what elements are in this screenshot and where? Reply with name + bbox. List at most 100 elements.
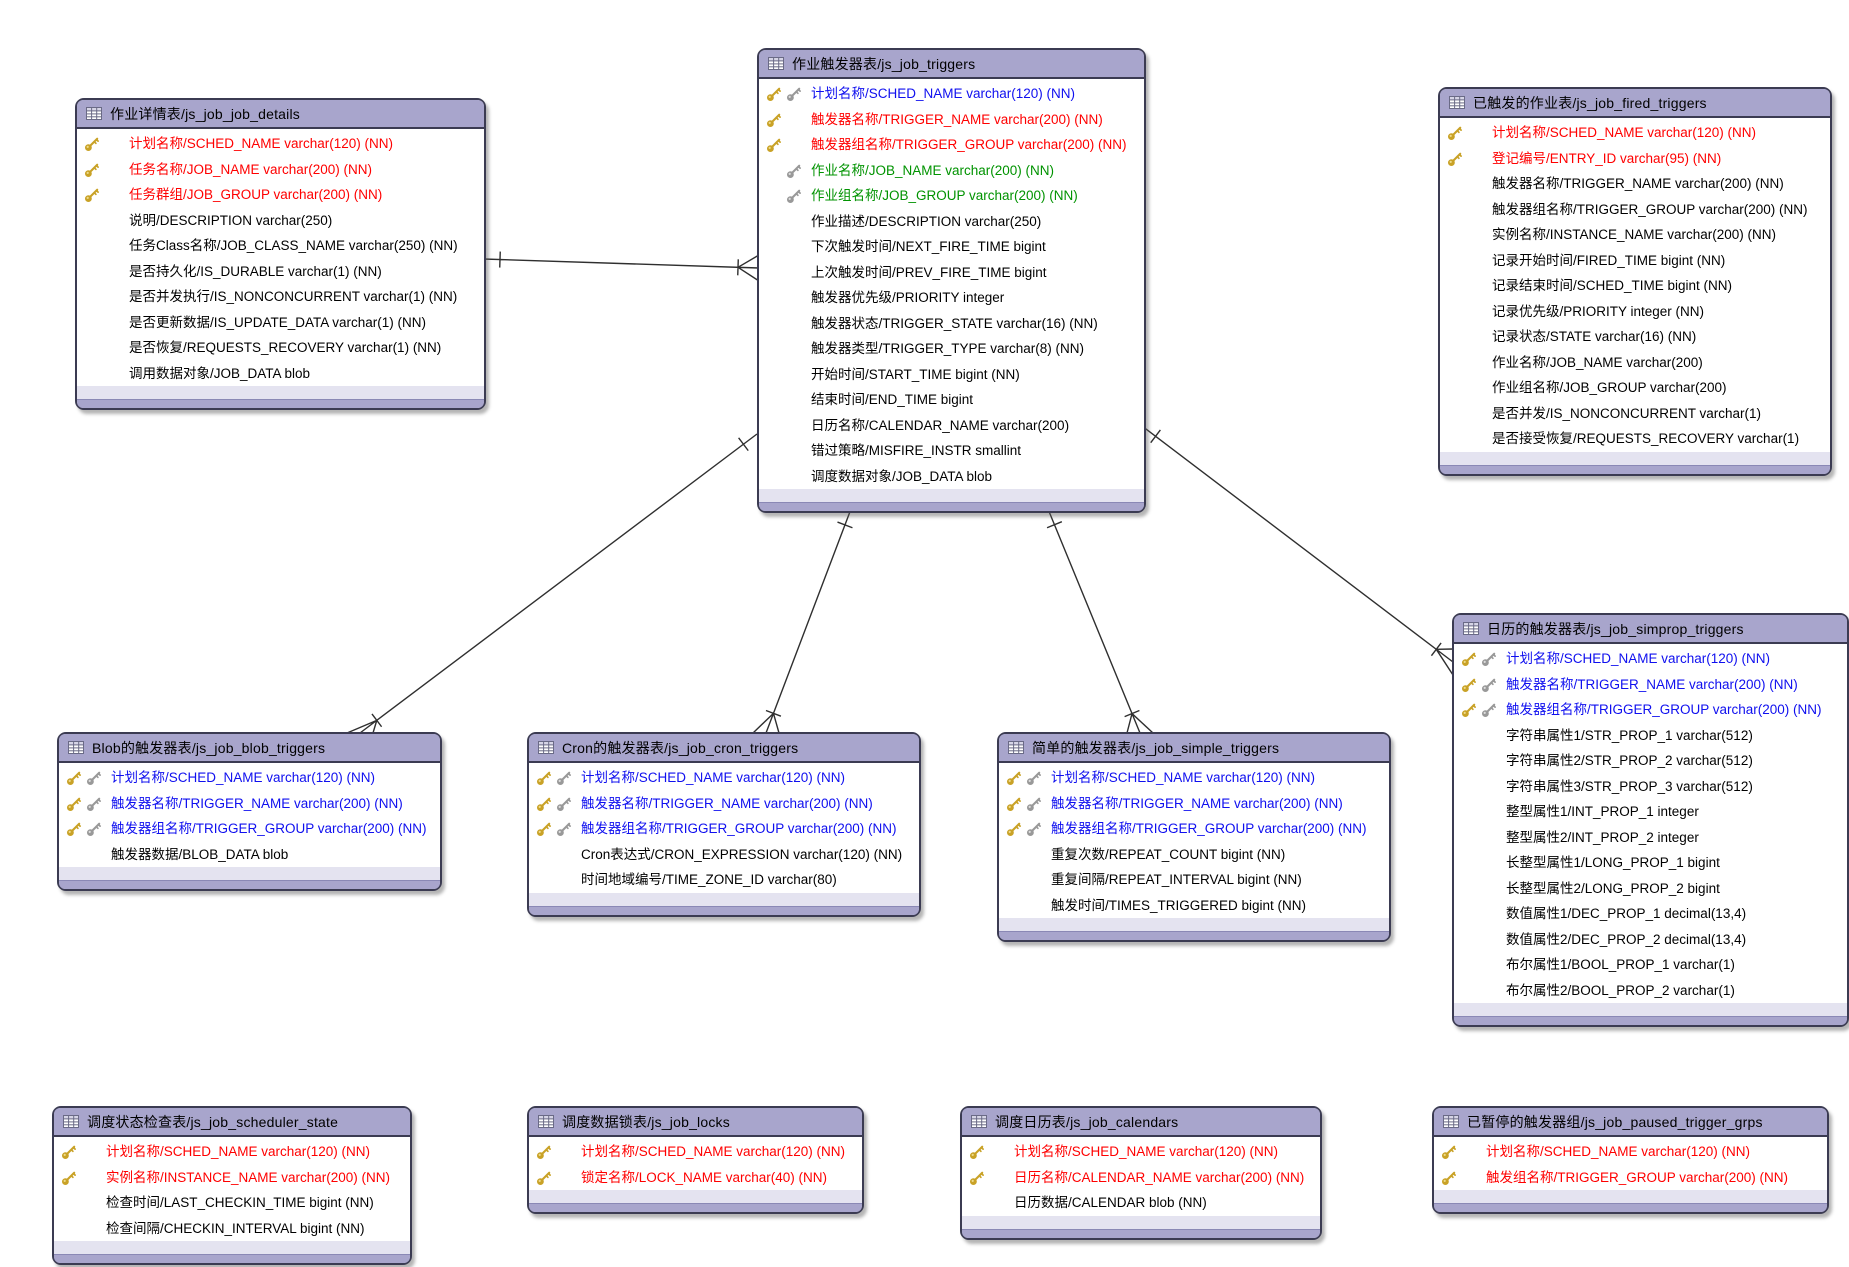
field-row[interactable]: 说明/DESCRIPTION varchar(250) xyxy=(77,208,484,234)
field-row[interactable]: 作业名称/JOB_NAME varchar(200) xyxy=(1440,350,1830,376)
field-row[interactable]: 整型属性2/INT_PROP_2 integer xyxy=(1454,825,1847,851)
field-row[interactable]: 触发器组名称/TRIGGER_GROUP varchar(200) (NN) xyxy=(59,816,440,842)
field-row[interactable]: 检查时间/LAST_CHECKIN_TIME bigint (NN) xyxy=(54,1190,410,1216)
field-row[interactable]: 登记编号/ENTRY_ID varchar(95) (NN) xyxy=(1440,146,1830,172)
field-row[interactable]: 触发组名称/TRIGGER_GROUP varchar(200) (NN) xyxy=(1434,1165,1827,1191)
field-row[interactable]: 日历名称/CALENDAR_NAME varchar(200) (NN) xyxy=(962,1165,1320,1191)
field-row[interactable]: 计划名称/SCHED_NAME varchar(120) (NN) xyxy=(529,1139,862,1165)
field-row[interactable]: 触发器组名称/TRIGGER_GROUP varchar(200) (NN) xyxy=(999,816,1389,842)
field-row[interactable]: 是否更新数据/IS_UPDATE_DATA varchar(1) (NN) xyxy=(77,310,484,336)
field-row[interactable]: 触发器数据/BLOB_DATA blob xyxy=(59,842,440,868)
field-row[interactable]: 触发器名称/TRIGGER_NAME varchar(200) (NN) xyxy=(59,791,440,817)
field-row[interactable]: 计划名称/SCHED_NAME varchar(120) (NN) xyxy=(77,131,484,157)
field-row[interactable]: 数值属性1/DEC_PROP_1 decimal(13,4) xyxy=(1454,901,1847,927)
field-row[interactable]: 锁定名称/LOCK_NAME varchar(40) (NN) xyxy=(529,1165,862,1191)
field-row[interactable]: 作业组名称/JOB_GROUP varchar(200) (NN) xyxy=(759,183,1144,209)
table-header[interactable]: 简单的触发器表/js_job_simple_triggers xyxy=(999,734,1389,763)
field-row[interactable]: 触发器名称/TRIGGER_NAME varchar(200) (NN) xyxy=(1454,672,1847,698)
field-row[interactable]: 作业组名称/JOB_GROUP varchar(200) xyxy=(1440,375,1830,401)
field-row[interactable]: 重复间隔/REPEAT_INTERVAL bigint (NN) xyxy=(999,867,1389,893)
field-row[interactable]: 记录优先级/PRIORITY integer (NN) xyxy=(1440,299,1830,325)
field-row[interactable]: 上次触发时间/PREV_FIRE_TIME bigint xyxy=(759,260,1144,286)
field-row[interactable]: 触发器组名称/TRIGGER_GROUP varchar(200) (NN) xyxy=(1454,697,1847,723)
table-header[interactable]: 调度状态检查表/js_job_scheduler_state xyxy=(54,1108,410,1137)
field-row[interactable]: 时间地域编号/TIME_ZONE_ID varchar(80) xyxy=(529,867,919,893)
field-row[interactable]: 触发器名称/TRIGGER_NAME varchar(200) (NN) xyxy=(999,791,1389,817)
field-row[interactable]: 任务Class名称/JOB_CLASS_NAME varchar(250) (N… xyxy=(77,233,484,259)
field-row[interactable]: 任务名称/JOB_NAME varchar(200) (NN) xyxy=(77,157,484,183)
field-row[interactable]: 记录状态/STATE varchar(16) (NN) xyxy=(1440,324,1830,350)
field-row[interactable]: 是否并发执行/IS_NONCONCURRENT varchar(1) (NN) xyxy=(77,284,484,310)
field-row[interactable]: 触发器组名称/TRIGGER_GROUP varchar(200) (NN) xyxy=(759,132,1144,158)
field-row[interactable]: 是否并发/IS_NONCONCURRENT varchar(1) xyxy=(1440,401,1830,427)
table-header[interactable]: 作业触发器表/js_job_triggers xyxy=(759,50,1144,79)
relationship-line[interactable] xyxy=(1141,425,1454,676)
field-row[interactable]: 触发器名称/TRIGGER_NAME varchar(200) (NN) xyxy=(1440,171,1830,197)
table-header[interactable]: 调度日历表/js_job_calendars xyxy=(962,1108,1320,1137)
field-row[interactable]: 是否持久化/IS_DURABLE varchar(1) (NN) xyxy=(77,259,484,285)
field-row[interactable]: 调用数据对象/JOB_DATA blob xyxy=(77,361,484,387)
field-row[interactable]: 调度数据对象/JOB_DATA blob xyxy=(759,464,1144,490)
field-row[interactable]: 开始时间/START_TIME bigint (NN) xyxy=(759,362,1144,388)
relationship-line[interactable] xyxy=(752,508,853,734)
field-row[interactable]: 计划名称/SCHED_NAME varchar(120) (NN) xyxy=(759,81,1144,107)
field-row[interactable]: 计划名称/SCHED_NAME varchar(120) (NN) xyxy=(54,1139,410,1165)
table-header[interactable]: 调度数据锁表/js_job_locks xyxy=(529,1108,862,1137)
field-row[interactable]: 触发器状态/TRIGGER_STATE varchar(16) (NN) xyxy=(759,311,1144,337)
field-row[interactable]: 结束时间/END_TIME bigint xyxy=(759,387,1144,413)
field-row[interactable]: 触发时间/TIMES_TRIGGERED bigint (NN) xyxy=(999,893,1389,919)
table-header[interactable]: 作业详情表/js_job_job_details xyxy=(77,100,484,129)
field-row[interactable]: 布尔属性2/BOOL_PROP_2 varchar(1) xyxy=(1454,978,1847,1004)
table-header[interactable]: Cron的触发器表/js_job_cron_triggers xyxy=(529,734,919,763)
field-row[interactable]: 长整型属性2/LONG_PROP_2 bigint xyxy=(1454,876,1847,902)
field-row[interactable]: 重复次数/REPEAT_COUNT bigint (NN) xyxy=(999,842,1389,868)
field-row[interactable]: 计划名称/SCHED_NAME varchar(120) (NN) xyxy=(962,1139,1320,1165)
table-header[interactable]: 已触发的作业表/js_job_fired_triggers xyxy=(1440,89,1830,118)
field-row[interactable]: 实例名称/INSTANCE_NAME varchar(200) (NN) xyxy=(54,1165,410,1191)
field-row[interactable]: 检查间隔/CHECKIN_INTERVAL bigint (NN) xyxy=(54,1216,410,1242)
field-row[interactable]: 触发器组名称/TRIGGER_GROUP varchar(200) (NN) xyxy=(529,816,919,842)
field-row[interactable]: 作业名称/JOB_NAME varchar(200) (NN) xyxy=(759,158,1144,184)
field-row[interactable]: 长整型属性1/LONG_PROP_1 bigint xyxy=(1454,850,1847,876)
field-row[interactable]: 记录结束时间/SCHED_TIME bigint (NN) xyxy=(1440,273,1830,299)
field-row[interactable]: 字符串属性1/STR_PROP_1 varchar(512) xyxy=(1454,723,1847,749)
field-row[interactable]: 作业描述/DESCRIPTION varchar(250) xyxy=(759,209,1144,235)
relationship-line[interactable] xyxy=(482,251,760,282)
field-row[interactable]: 字符串属性3/STR_PROP_3 varchar(512) xyxy=(1454,774,1847,800)
field-row[interactable]: 触发器优先级/PRIORITY integer xyxy=(759,285,1144,311)
field-row[interactable]: 日历数据/CALENDAR blob (NN) xyxy=(962,1190,1320,1216)
field-row[interactable]: 下次触发时间/NEXT_FIRE_TIME bigint xyxy=(759,234,1144,260)
field-row[interactable]: 日历名称/CALENDAR_NAME varchar(200) xyxy=(759,413,1144,439)
field-row[interactable]: 触发器名称/TRIGGER_NAME varchar(200) (NN) xyxy=(529,791,919,817)
field-row[interactable]: 是否接受恢复/REQUESTS_RECOVERY varchar(1) xyxy=(1440,426,1830,452)
field-row[interactable]: 触发器组名称/TRIGGER_GROUP varchar(200) (NN) xyxy=(1440,197,1830,223)
field-row[interactable]: 数值属性2/DEC_PROP_2 decimal(13,4) xyxy=(1454,927,1847,953)
field-row[interactable]: 任务群组/JOB_GROUP varchar(200) (NN) xyxy=(77,182,484,208)
table-header[interactable]: 日历的触发器表/js_job_simprop_triggers xyxy=(1454,615,1847,644)
table-header[interactable]: 已暂停的触发器组/js_job_paused_trigger_grps xyxy=(1434,1108,1827,1137)
field-row[interactable]: 触发器名称/TRIGGER_NAME varchar(200) (NN) xyxy=(759,107,1144,133)
field-row[interactable]: Cron表达式/CRON_EXPRESSION varchar(120) (NN… xyxy=(529,842,919,868)
field-row[interactable]: 布尔属性1/BOOL_PROP_1 varchar(1) xyxy=(1454,952,1847,978)
field-row[interactable]: 记录开始时间/FIRED_TIME bigint (NN) xyxy=(1440,248,1830,274)
field-row[interactable]: 触发器类型/TRIGGER_TYPE varchar(8) (NN) xyxy=(759,336,1144,362)
table-header[interactable]: Blob的触发器表/js_job_blob_triggers xyxy=(59,734,440,763)
field-row[interactable]: 计划名称/SCHED_NAME varchar(120) (NN) xyxy=(529,765,919,791)
field-row[interactable]: 计划名称/SCHED_NAME varchar(120) (NN) xyxy=(1434,1139,1827,1165)
field-row[interactable]: 计划名称/SCHED_NAME varchar(120) (NN) xyxy=(1440,120,1830,146)
field-row[interactable]: 计划名称/SCHED_NAME varchar(120) (NN) xyxy=(1454,646,1847,672)
relationship-line[interactable] xyxy=(346,433,758,734)
field-row[interactable]: 错过策略/MISFIRE_INSTR smallint xyxy=(759,438,1144,464)
field-row[interactable]: 是否恢复/REQUESTS_RECOVERY varchar(1) (NN) xyxy=(77,335,484,361)
field-row[interactable]: 字符串属性2/STR_PROP_2 varchar(512) xyxy=(1454,748,1847,774)
relationship-line[interactable] xyxy=(1046,508,1154,734)
